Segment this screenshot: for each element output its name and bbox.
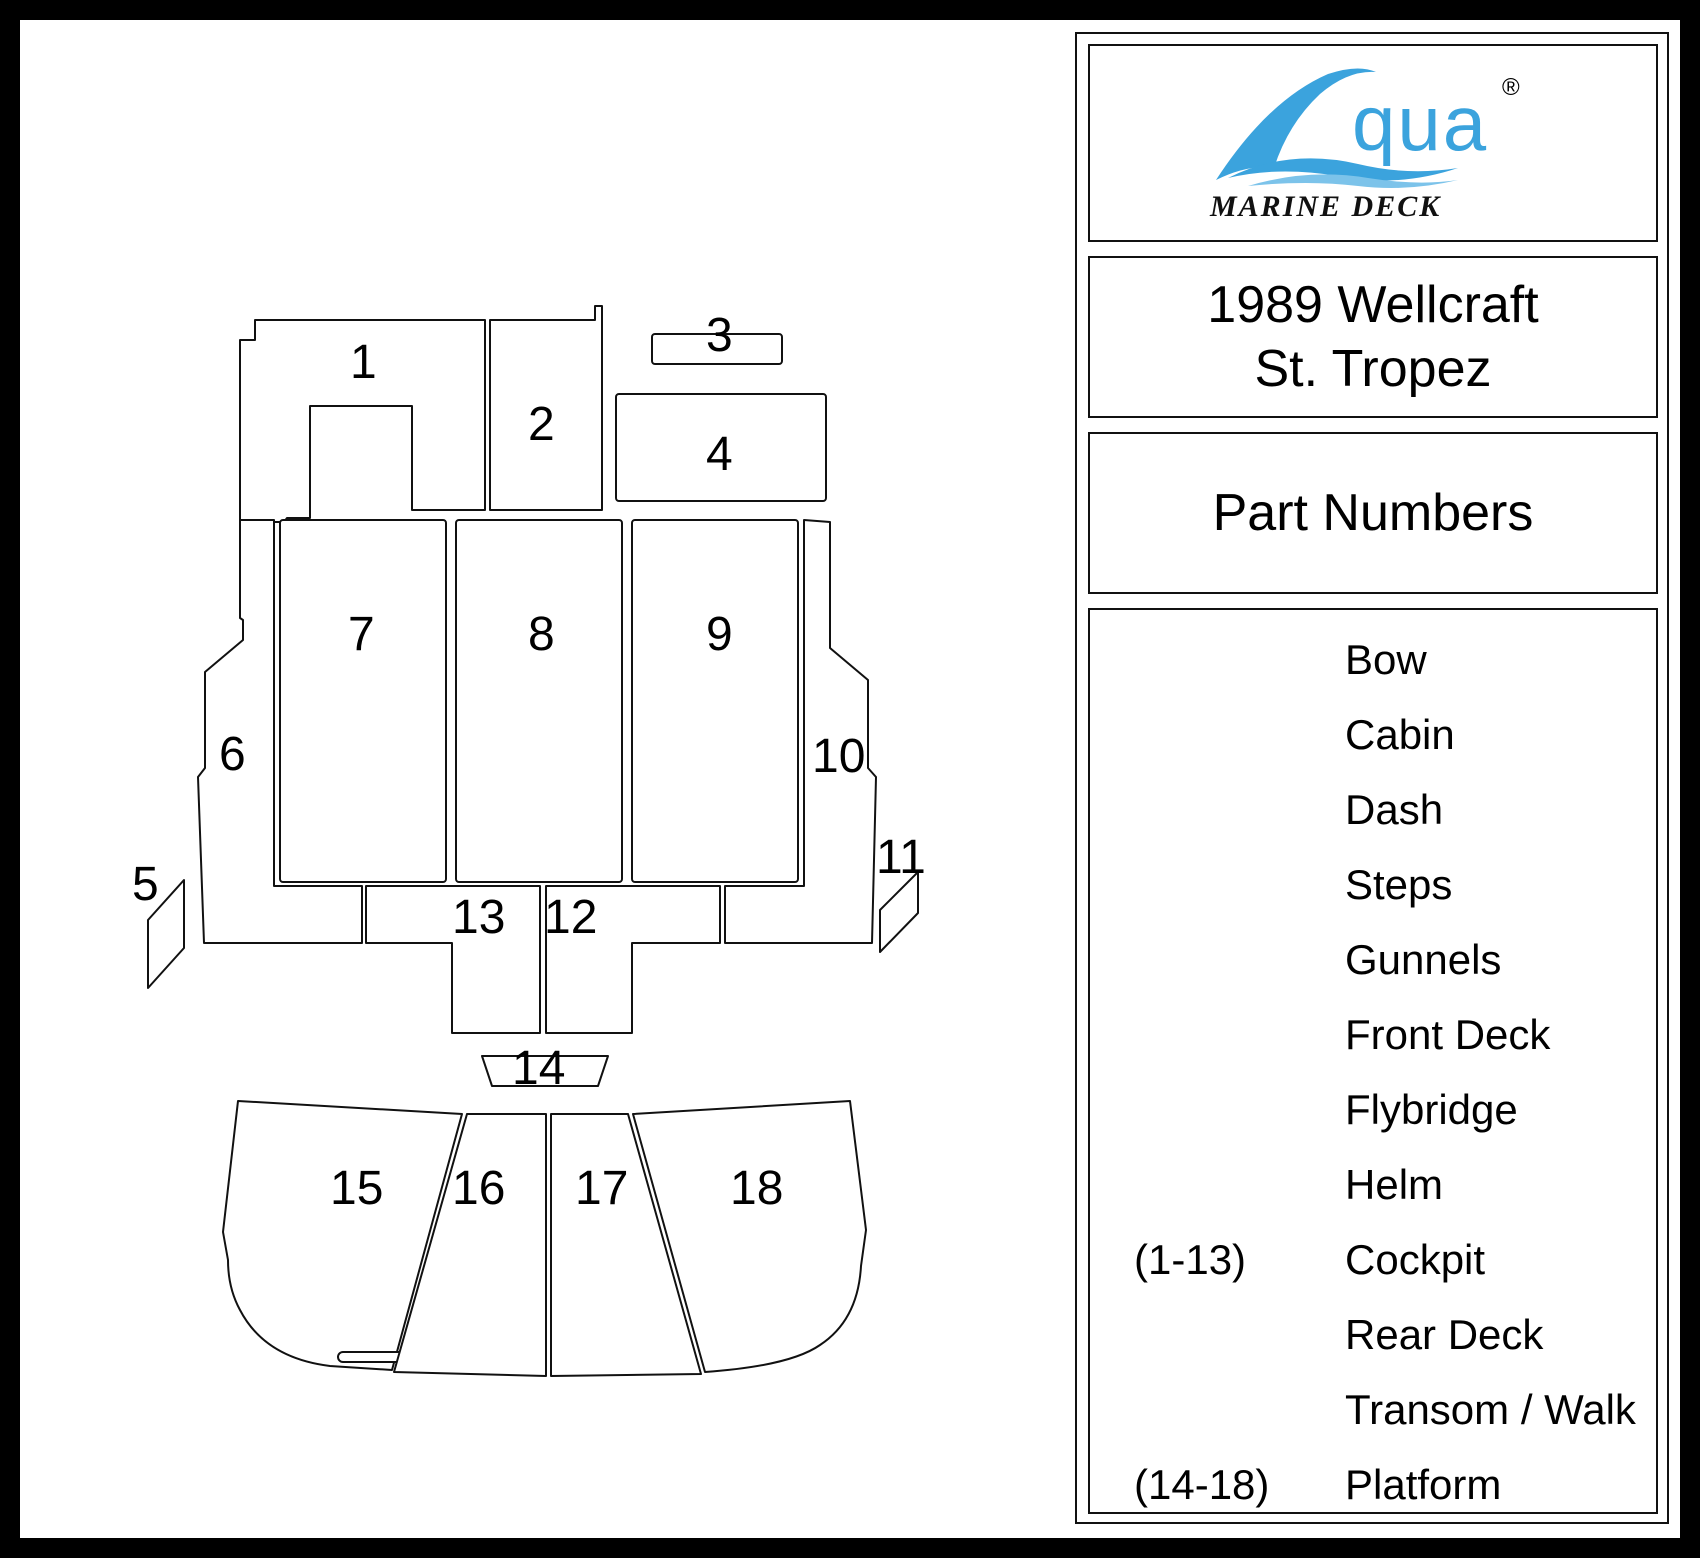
list-item: Bow <box>1090 636 1656 696</box>
section-name: Platform <box>1345 1461 1502 1508</box>
piece-18-outline <box>632 1100 867 1373</box>
piece-label-2: 2 <box>528 398 555 451</box>
piece-1-outline <box>239 319 486 523</box>
piece-label-10: 10 <box>812 730 865 783</box>
boat-title-line2: St. Tropez <box>1254 340 1492 398</box>
piece-5-outline <box>147 879 185 989</box>
piece-3-outline <box>651 333 783 365</box>
list-item: Steps <box>1090 861 1656 921</box>
piece-label-7: 7 <box>348 608 375 661</box>
piece-label-12: 12 <box>544 891 597 944</box>
piece-17-outline <box>550 1113 702 1377</box>
piece-16-outline <box>393 1113 547 1377</box>
list-item: Rear Deck <box>1090 1311 1656 1371</box>
piece-15-outline <box>222 1100 463 1371</box>
part-numbers-box: Part Numbers <box>1088 432 1658 594</box>
section-name: Steps <box>1345 861 1453 908</box>
piece-label-4: 4 <box>706 428 733 481</box>
list-item: (1-13) Cockpit <box>1090 1236 1656 1296</box>
wave-logo-icon <box>1216 68 1458 188</box>
piece-6-outline <box>197 519 363 944</box>
boat-title-line1: 1989 Wellcraft <box>1207 276 1539 334</box>
list-item: Cabin <box>1090 711 1656 771</box>
piece-label-17: 17 <box>575 1162 628 1215</box>
piece-14-outline <box>481 1055 609 1087</box>
section-name: Flybridge <box>1345 1086 1518 1133</box>
list-item: Dash <box>1090 786 1656 846</box>
logo-box: qua ® MARINE DECK <box>1088 44 1658 242</box>
piece-label-16: 16 <box>452 1162 505 1215</box>
piece-13-outline <box>365 885 541 1034</box>
list-item: (14-18) Platform <box>1090 1461 1656 1521</box>
logo-word: qua <box>1352 79 1489 167</box>
piece-label-13: 13 <box>452 891 505 944</box>
section-name: Dash <box>1345 786 1444 833</box>
piece-9-outline <box>631 519 799 883</box>
drawing-sheet: 1 2 3 4 5 6 7 8 9 10 11 12 13 14 15 16 1… <box>20 20 1680 1538</box>
piece-4-outline <box>615 393 827 502</box>
piece-label-9: 9 <box>706 608 733 661</box>
piece-11-outline <box>879 871 919 953</box>
piece-label-1: 1 <box>350 336 377 389</box>
section-range: (14-18) <box>1134 1461 1270 1508</box>
piece-12-outline <box>545 885 721 1034</box>
piece-label-11: 11 <box>876 831 926 884</box>
piece-label-6: 6 <box>219 728 246 781</box>
piece-2-outline <box>489 305 603 511</box>
section-name: Front Deck <box>1345 1011 1551 1058</box>
registered-mark: ® <box>1502 74 1520 101</box>
section-name: Bow <box>1345 636 1427 683</box>
list-item: Transom / Walk <box>1090 1386 1656 1446</box>
sections-list: Bow Cabin Dash Steps Gunnels Front Deck … <box>1088 608 1658 1514</box>
piece-label-15: 15 <box>330 1162 383 1215</box>
info-panel <box>1075 32 1669 1524</box>
list-item: Gunnels <box>1090 936 1656 996</box>
section-name: Transom / Walk <box>1345 1386 1636 1433</box>
section-range: (1-13) <box>1134 1236 1247 1283</box>
part-numbers-heading: Part Numbers <box>1212 484 1534 542</box>
section-name: Cockpit <box>1345 1236 1486 1283</box>
list-item: Flybridge <box>1090 1086 1656 1146</box>
section-name: Rear Deck <box>1345 1311 1544 1358</box>
piece-label-18: 18 <box>730 1162 783 1215</box>
piece-7-outline <box>279 519 447 883</box>
list-item: Front Deck <box>1090 1011 1656 1071</box>
piece-label-3: 3 <box>706 309 733 362</box>
section-name: Gunnels <box>1345 936 1502 983</box>
piece-label-14: 14 <box>512 1042 565 1095</box>
section-name: Helm <box>1345 1161 1444 1208</box>
piece-10-outline <box>724 519 877 944</box>
logo-subtitle: MARINE DECK <box>1210 190 1442 223</box>
piece-label-5: 5 <box>132 858 159 911</box>
title-box: 1989 Wellcraft St. Tropez <box>1088 256 1658 418</box>
deck-layout-diagram: 1 2 3 4 5 6 7 8 9 10 11 12 13 14 15 16 1… <box>132 305 926 1377</box>
section-name: Cabin <box>1345 711 1455 758</box>
list-item: Helm <box>1090 1161 1656 1221</box>
piece-label-8: 8 <box>528 608 555 661</box>
piece-8-outline <box>455 519 623 883</box>
